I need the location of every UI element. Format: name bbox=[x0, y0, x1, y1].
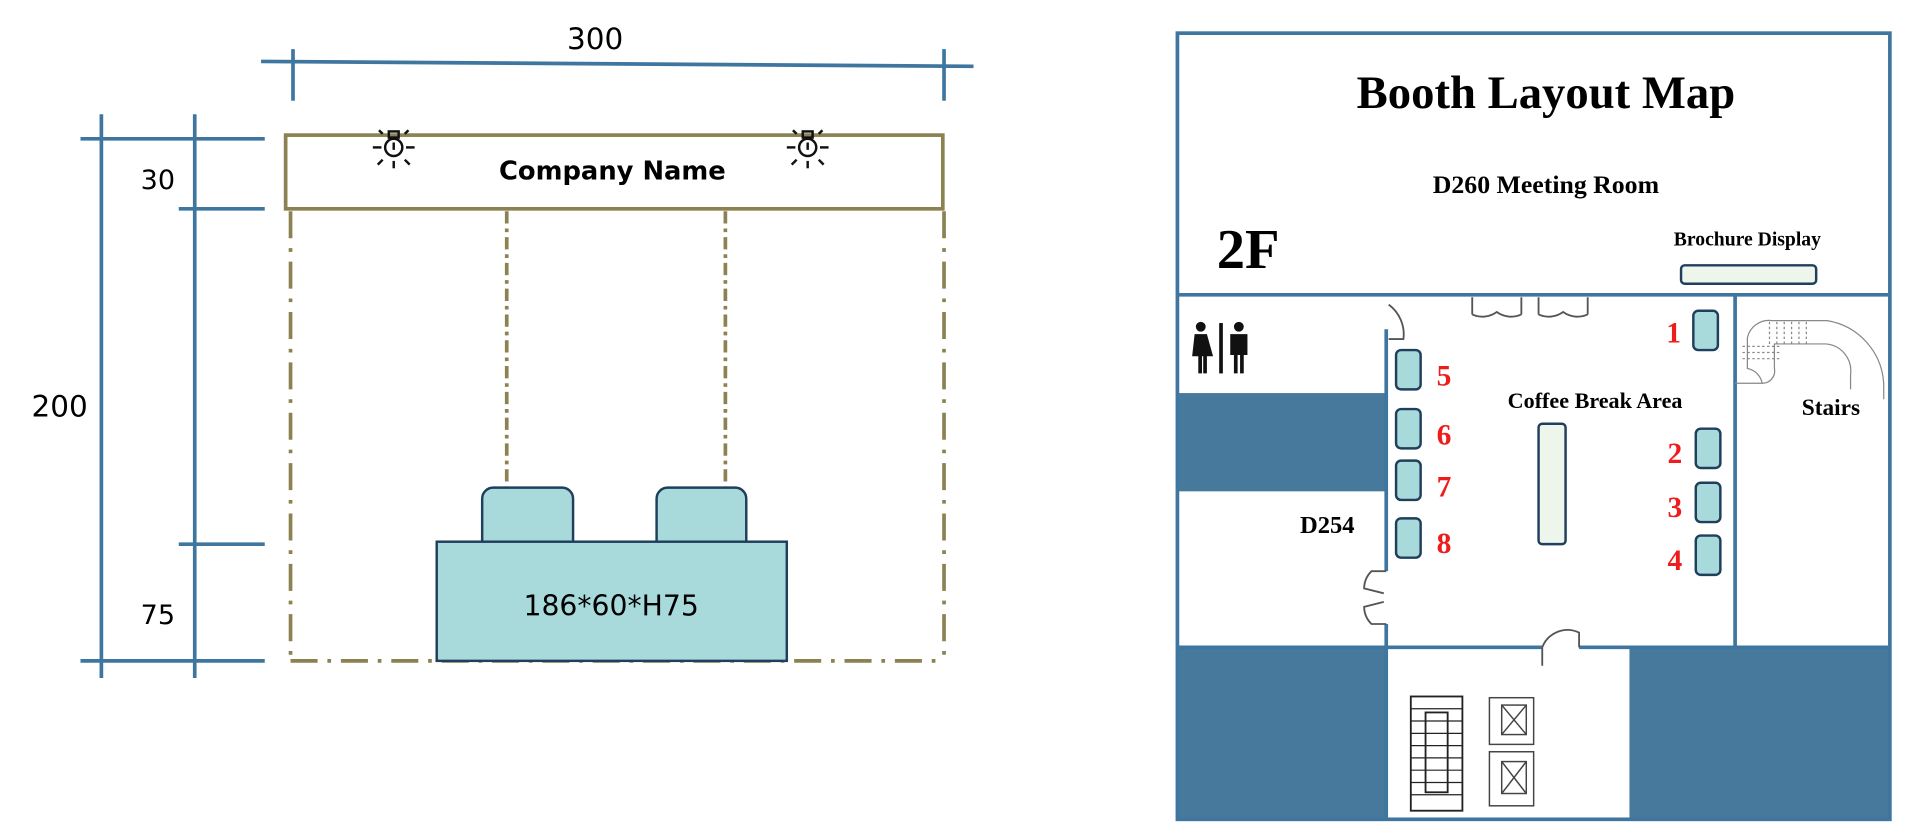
booth-4 bbox=[1694, 534, 1722, 577]
booth-number: 8 bbox=[1437, 528, 1452, 560]
booth-markers: 1 2 3 4 5 6 7 8 bbox=[1394, 309, 1722, 577]
booth-number: 1 bbox=[1666, 318, 1681, 350]
map-title: Booth Layout Map bbox=[1357, 67, 1736, 119]
brochure-display bbox=[1679, 264, 1818, 285]
booth-number: 6 bbox=[1437, 420, 1452, 452]
blocked-area bbox=[1177, 647, 1387, 820]
emergency-stairs-icon bbox=[1409, 695, 1464, 812]
door-icons bbox=[1363, 297, 1589, 666]
light-bulb-icon bbox=[372, 129, 415, 169]
header-sign bbox=[283, 133, 945, 211]
booth-number: 3 bbox=[1668, 492, 1683, 524]
booth-number: 4 bbox=[1668, 545, 1683, 577]
coffee-area-label: Coffee Break Area bbox=[1508, 388, 1683, 413]
meeting-room-label: D260 Meeting Room bbox=[1433, 170, 1660, 199]
booth-5 bbox=[1394, 348, 1422, 391]
stairs-label: Stairs bbox=[1802, 395, 1860, 421]
desk-dimensions: 186*60*H75 bbox=[523, 589, 698, 622]
light-bulb-icon bbox=[786, 129, 829, 169]
brochure-display-label: Brochure Display bbox=[1674, 229, 1821, 251]
width-label: 300 bbox=[567, 22, 623, 56]
desk-height-label: 75 bbox=[141, 600, 175, 631]
booth-1 bbox=[1692, 309, 1720, 352]
blocked-area bbox=[1177, 393, 1387, 492]
elevator-icon bbox=[1488, 696, 1535, 807]
coffee-table bbox=[1537, 422, 1567, 546]
booth-6 bbox=[1394, 407, 1422, 450]
booth-number: 5 bbox=[1437, 361, 1452, 393]
room-d254-label: D254 bbox=[1300, 512, 1355, 539]
booth-8 bbox=[1394, 517, 1422, 559]
header-height-label: 30 bbox=[141, 165, 175, 196]
company-name: Company Name bbox=[499, 156, 726, 186]
restroom-icon bbox=[1192, 321, 1248, 374]
desk bbox=[435, 540, 789, 663]
booth-number: 7 bbox=[1437, 471, 1452, 503]
floor-map: Booth Layout Map D260 Meeting Room 2F Br… bbox=[1175, 31, 1892, 822]
map-border bbox=[1175, 31, 1892, 822]
booth-number: 2 bbox=[1668, 438, 1683, 470]
booth-7 bbox=[1394, 459, 1422, 502]
floor-label: 2F bbox=[1217, 219, 1280, 281]
stairs-icon bbox=[1735, 319, 1885, 400]
width-dimension-line bbox=[261, 59, 974, 69]
booth-spec-drawing: 300 30 200 75 Company Name bbox=[31, 22, 974, 679]
booth-2 bbox=[1694, 427, 1722, 470]
blocked-area bbox=[1629, 647, 1890, 820]
booth-3 bbox=[1694, 481, 1722, 524]
total-height-label: 200 bbox=[31, 389, 87, 423]
